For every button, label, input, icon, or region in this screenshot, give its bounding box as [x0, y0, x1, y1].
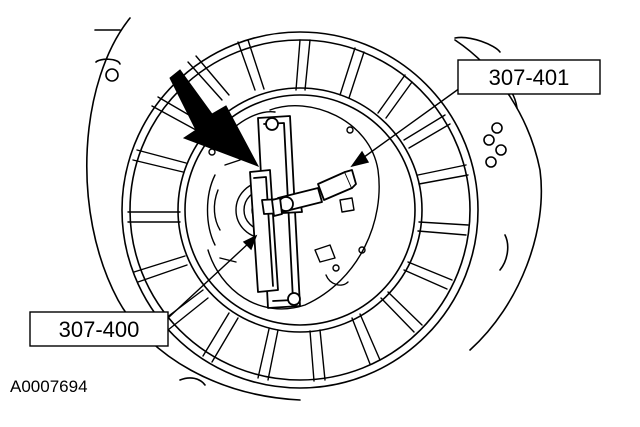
converter-blades: [127, 39, 469, 382]
leader-lines: [167, 87, 461, 319]
tool-307-401-shaft: [271, 169, 357, 217]
callout-307-400-label: 307-400: [59, 317, 140, 342]
callout-307-400: 307-400: [29, 311, 169, 347]
figure-id-caption: A0007694: [10, 377, 88, 396]
indicator-arrow-icon: [169, 69, 260, 167]
callout-307-401: 307-401: [457, 59, 601, 95]
callout-307-401-label: 307-401: [489, 65, 570, 90]
